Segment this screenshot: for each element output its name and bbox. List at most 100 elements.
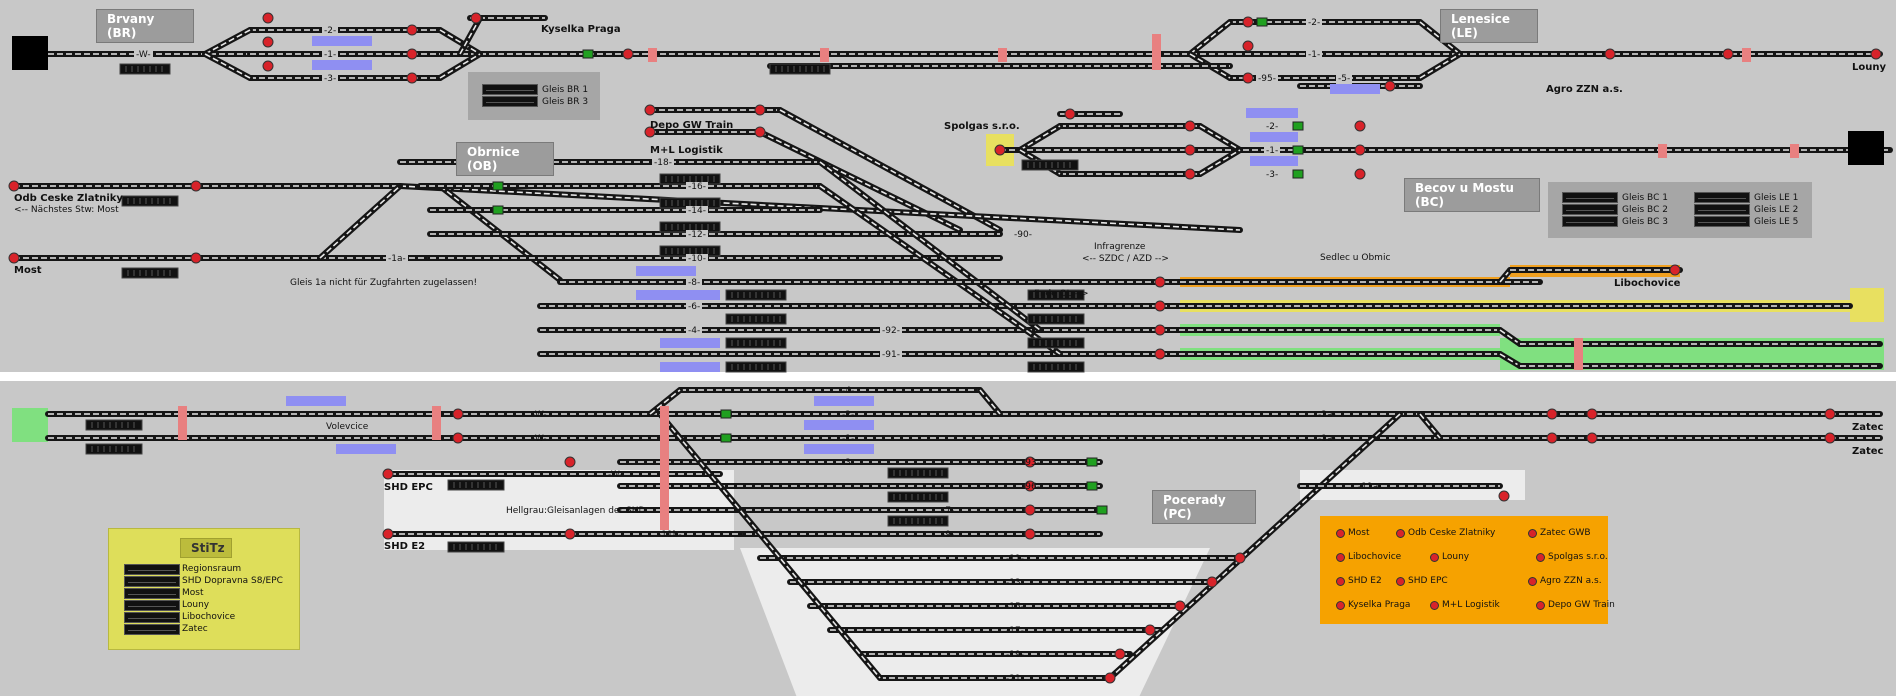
track-rail	[819, 185, 1061, 355]
orange-item[interactable]: Zatec GWB	[1540, 528, 1591, 538]
signal-green-icon	[582, 49, 594, 59]
orange-item[interactable]: Odb Ceske Zlatniky	[1408, 528, 1496, 538]
stitz-item[interactable]: Regionsraum	[182, 564, 242, 574]
track-segment	[317, 183, 403, 261]
signal-icon	[190, 180, 202, 192]
orange-signal-icon[interactable]	[1430, 601, 1439, 610]
station-lenesice[interactable]: Lenesice (LE)	[1440, 9, 1538, 43]
orange-signal-icon[interactable]	[1336, 529, 1345, 538]
stitz-item[interactable]: Libochovice	[182, 612, 236, 622]
stitz-block[interactable]	[124, 600, 180, 611]
orange-item[interactable]: M+L Logistik	[1442, 600, 1500, 610]
label-agro[interactable]: Agro ZZN a.s.	[1546, 84, 1623, 95]
orange-panel	[1320, 516, 1608, 624]
orange-item[interactable]: Most	[1348, 528, 1370, 538]
legend-bc-block-1[interactable]	[1562, 192, 1618, 203]
orange-item[interactable]: Agro ZZN a.s.	[1540, 576, 1602, 586]
signal-icon	[564, 456, 576, 468]
label-shd-e2[interactable]: SHD E2	[384, 541, 426, 552]
label-spolgas[interactable]: Spolgas s.r.o.	[944, 121, 1020, 132]
orange-signal-icon[interactable]	[1430, 553, 1439, 562]
station-obrnice[interactable]: Obrnice (OB)	[456, 142, 554, 176]
orange-signal-icon[interactable]	[1396, 577, 1405, 586]
legend-bc-3[interactable]: Gleis BC 3	[1622, 217, 1668, 227]
legend-br-block-1[interactable]	[482, 84, 538, 95]
signal-icon	[1384, 80, 1396, 92]
signal-green-icon	[1256, 17, 1268, 27]
orange-item[interactable]: SHD E2	[1348, 576, 1382, 586]
stitz-item[interactable]: Zatec	[182, 624, 208, 634]
station-becov[interactable]: Becov u Mostu (BC)	[1404, 178, 1540, 212]
track-label: -10-	[686, 254, 708, 264]
orange-signal-icon[interactable]	[1536, 553, 1545, 562]
legend-le-block-3[interactable]	[1694, 216, 1750, 227]
stitz-item[interactable]: SHD Dopravna S8/EPC	[182, 576, 283, 586]
track-label: -21-	[1006, 674, 1024, 684]
legend-bc-block-3[interactable]	[1562, 216, 1618, 227]
track-label: -15-	[1006, 602, 1024, 612]
track-label: -8-	[686, 278, 703, 288]
orange-signal-icon[interactable]	[1528, 577, 1537, 586]
legend-le-5[interactable]: Gleis LE 5	[1754, 217, 1799, 227]
orange-signal-icon[interactable]	[1336, 601, 1345, 610]
label-louny[interactable]: Louny	[1852, 62, 1886, 73]
station-brvany[interactable]: Brvany (BR)	[96, 9, 194, 43]
track-rail	[649, 389, 681, 415]
label-libochovice[interactable]: Libochovice	[1614, 278, 1681, 289]
label-zatec-1[interactable]: Zatec	[1852, 422, 1884, 433]
track-rail	[1019, 125, 1061, 151]
legend-le-2[interactable]: Gleis LE 2	[1754, 205, 1799, 215]
stitz-title[interactable]: StiTz	[180, 538, 232, 558]
stitz-block[interactable]	[124, 624, 180, 635]
orange-signal-icon[interactable]	[1536, 601, 1545, 610]
orange-item[interactable]: Kyselka Praga	[1348, 600, 1411, 610]
signal-icon	[406, 24, 418, 36]
orange-item[interactable]: SHD EPC	[1408, 576, 1448, 586]
orange-item[interactable]: Spolgas s.r.o.	[1548, 552, 1608, 562]
legend-br-3[interactable]: Gleis BR 3	[542, 97, 589, 107]
orange-signal-icon[interactable]	[1396, 529, 1405, 538]
signal-icon	[452, 432, 464, 444]
legend-bc-block-2[interactable]	[1562, 204, 1618, 215]
stitz-block[interactable]	[124, 588, 180, 599]
signal-icon	[754, 126, 766, 138]
label-depo[interactable]: Depo GW Train	[650, 120, 734, 131]
legend-le-1[interactable]: Gleis LE 1	[1754, 193, 1799, 203]
signal-icon	[1242, 16, 1254, 28]
orange-signal-icon[interactable]	[1336, 577, 1345, 586]
signal-icon	[622, 48, 634, 60]
stitz-item[interactable]: Louny	[182, 600, 210, 610]
end-block-right[interactable]	[1848, 131, 1884, 165]
orange-signal-icon[interactable]	[1528, 529, 1537, 538]
stitz-block[interactable]	[124, 576, 180, 587]
legend-bc-2[interactable]: Gleis BC 2	[1622, 205, 1668, 215]
label-sedlec: Sedlec u Obmic	[1320, 253, 1391, 263]
legend-le-block-2[interactable]	[1694, 204, 1750, 215]
legend-bc-1[interactable]: Gleis BC 1	[1622, 193, 1668, 203]
panel-separator	[0, 372, 1896, 381]
signal-icon	[1604, 48, 1616, 60]
label-zatec-2[interactable]: Zatec	[1852, 446, 1884, 457]
stitz-item[interactable]: Most	[182, 588, 204, 598]
orange-item[interactable]: Louny	[1442, 552, 1470, 562]
label-most[interactable]: Most	[14, 265, 42, 276]
end-block-left[interactable]	[12, 36, 48, 70]
blocked-marker	[1790, 144, 1799, 158]
legend-br-block-2[interactable]	[482, 96, 538, 107]
orange-item[interactable]: Depo GW Train	[1548, 600, 1615, 610]
signal-icon	[470, 12, 482, 24]
legend-br-1[interactable]: Gleis BR 1	[542, 85, 589, 95]
blocked-marker	[1742, 48, 1751, 62]
stitz-block[interactable]	[124, 564, 180, 575]
station-pocerady[interactable]: Pocerady (PC)	[1152, 490, 1256, 524]
track-label: -1-	[1264, 146, 1281, 156]
label-ml[interactable]: M+L Logistik	[650, 145, 723, 156]
label-kyselka[interactable]: Kyselka Praga	[541, 24, 621, 35]
orange-signal-icon[interactable]	[1336, 553, 1345, 562]
orange-item[interactable]: Libochovice	[1348, 552, 1402, 562]
signal-icon	[1586, 408, 1598, 420]
stitz-block[interactable]	[124, 612, 180, 623]
legend-le-block-1[interactable]	[1694, 192, 1750, 203]
label-shd-epc[interactable]: SHD EPC	[384, 482, 433, 493]
label-odb[interactable]: Odb Ceske Zlatniky	[14, 193, 123, 204]
